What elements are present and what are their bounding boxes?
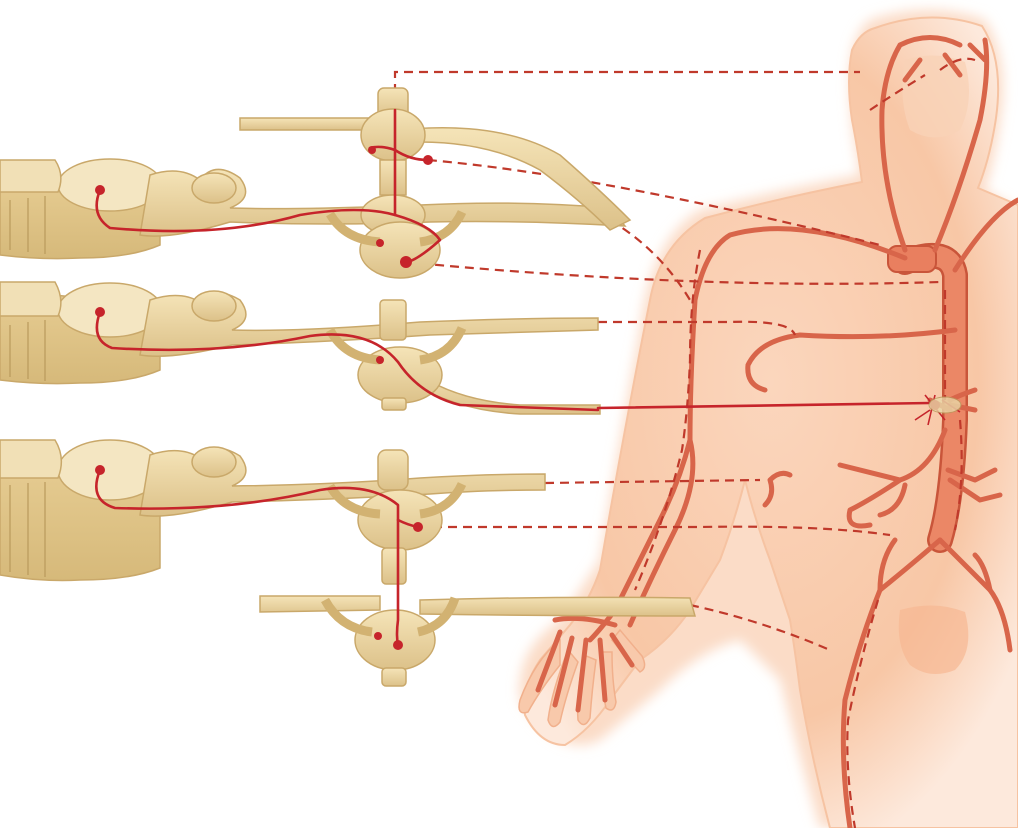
cervical-nerve bbox=[240, 118, 375, 130]
cord-top-left-3 bbox=[0, 440, 61, 478]
chain-trunk-2b bbox=[382, 398, 406, 410]
dorsal-root-ganglion-3 bbox=[192, 447, 236, 477]
spinal-cord-segment-2 bbox=[0, 282, 162, 384]
ganglion-4 bbox=[355, 610, 435, 670]
spinal-cord-segment-3 bbox=[0, 440, 162, 580]
synapse-dot-5 bbox=[376, 356, 384, 364]
pathway-to-head bbox=[395, 72, 860, 108]
neuron-cell-body-1 bbox=[95, 185, 105, 195]
neuron-cell-body-3 bbox=[95, 465, 105, 475]
dorsal-root-ganglion-1 bbox=[192, 173, 236, 203]
chain-trunk-bottom bbox=[382, 668, 406, 686]
aortic-arch bbox=[888, 246, 936, 272]
synapse-dot-3 bbox=[376, 239, 384, 247]
synapse-dot-2 bbox=[368, 146, 376, 154]
synapse-dot-1 bbox=[423, 155, 433, 165]
synapse-dot-7 bbox=[393, 640, 403, 650]
spinal-cord-segment-1 bbox=[0, 159, 162, 259]
neuron-cell-body-2 bbox=[95, 307, 105, 317]
chain-trunk-3 bbox=[378, 450, 408, 490]
cord-top-left-2 bbox=[0, 282, 61, 316]
chain-trunk-3b bbox=[382, 548, 406, 584]
chain-trunk-1 bbox=[380, 160, 406, 195]
pelvic-region bbox=[899, 605, 969, 674]
synapse-dot-8 bbox=[374, 632, 382, 640]
chain-trunk-2 bbox=[380, 300, 406, 340]
dorsal-root-ganglion-2 bbox=[192, 291, 236, 321]
cord-top-left-1 bbox=[0, 160, 61, 192]
spinal-cord-segments bbox=[0, 159, 162, 580]
synapse-dot-4 bbox=[400, 256, 412, 268]
synapse-dot-6 bbox=[413, 522, 423, 532]
